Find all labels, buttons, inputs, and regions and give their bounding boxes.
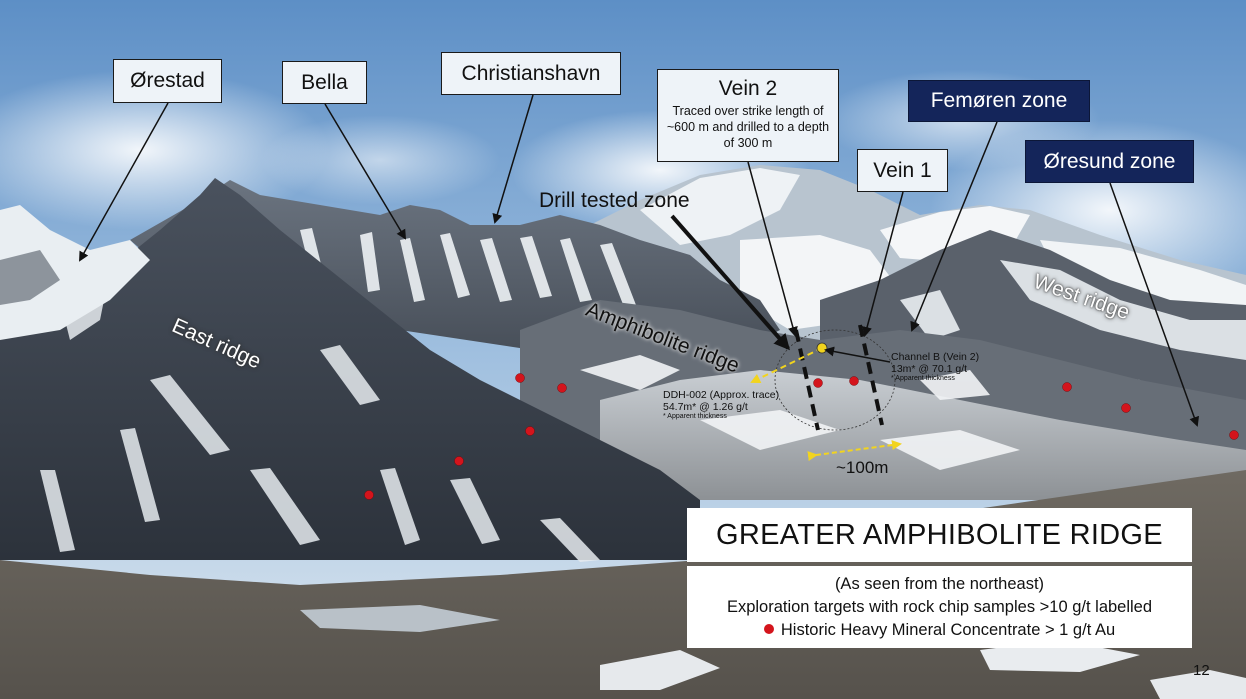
vein1-text: Vein 1 xyxy=(873,158,932,182)
drill-tested-zone-label: Drill tested zone xyxy=(539,189,690,212)
sample-dot xyxy=(1121,403,1131,413)
femoren-zone-text: Femøren zone xyxy=(930,89,1068,112)
bella-label: Bella xyxy=(282,61,367,104)
orestad-label: Ørestad xyxy=(113,59,222,103)
christianshavn-label: Christianshavn xyxy=(441,52,621,95)
channel-b-line1: Channel B (Vein 2) xyxy=(891,351,980,363)
page-number: 12 xyxy=(1193,662,1210,679)
sample-dot xyxy=(1062,382,1072,392)
legend-line3-row: Historic Heavy Mineral Concentrate > 1 g… xyxy=(687,619,1192,642)
vein1-trace xyxy=(858,324,884,426)
christianshavn-text: Christianshavn xyxy=(461,61,601,85)
channel-b-note: * Apparent thickness xyxy=(891,375,955,382)
sample-dot xyxy=(525,426,535,436)
ddh-line1: DDH-002 (Approx. trace) xyxy=(663,389,780,401)
legend-line1: (As seen from the northeast) xyxy=(834,575,1045,593)
orestad-text: Ørestad xyxy=(130,69,205,92)
legend-line3: Historic Heavy Mineral Concentrate > 1 g… xyxy=(780,621,1116,639)
ddh-line2: 54.7m* @ 1.26 g/t xyxy=(663,401,748,413)
oresund-zone-label: Øresund zone xyxy=(1025,140,1194,183)
ddh-note: * Apparent thickness xyxy=(663,413,727,420)
vein2-trace xyxy=(794,329,820,431)
red-dot-icon xyxy=(763,624,774,634)
femoren-zone-label: Femøren zone xyxy=(908,80,1090,122)
drill-trace xyxy=(750,347,823,384)
oresund-zone-text: Øresund zone xyxy=(1043,149,1176,173)
bella-text: Bella xyxy=(301,70,348,94)
legend-box: (As seen from the northeast) Exploration… xyxy=(687,566,1192,648)
sample-dot xyxy=(1229,430,1239,440)
channel-b-annotation: Channel B (Vein 2) 13m* @ 70.1 g/t * App… xyxy=(891,351,979,383)
sample-dot xyxy=(557,383,567,393)
channel-b-line2: 13m* @ 70.1 g/t xyxy=(891,363,968,375)
page-title: GREATER AMPHIBOLITE RIDGE xyxy=(716,518,1163,551)
sample-dot xyxy=(454,456,464,466)
sample-dot xyxy=(813,378,823,388)
vein2-description: Traced over strike length of ~600 m and … xyxy=(666,104,830,150)
vein1-label: Vein 1 xyxy=(857,149,948,192)
title-banner: GREATER AMPHIBOLITE RIDGE xyxy=(687,508,1192,562)
legend-line2: Exploration targets with rock chip sampl… xyxy=(726,598,1153,616)
drill-collar xyxy=(816,342,828,354)
sample-dot xyxy=(515,373,525,383)
sample-dot xyxy=(849,376,859,386)
vein2-title: Vein 2 xyxy=(718,77,778,100)
sample-dot xyxy=(364,490,374,500)
ddh-annotation: DDH-002 (Approx. trace) 54.7m* @ 1.26 g/… xyxy=(663,389,779,421)
scale-label: ~100m xyxy=(836,458,889,477)
scale-bar xyxy=(807,440,902,461)
vein2-label: Vein 2 Traced over strike length of ~600… xyxy=(657,69,839,162)
